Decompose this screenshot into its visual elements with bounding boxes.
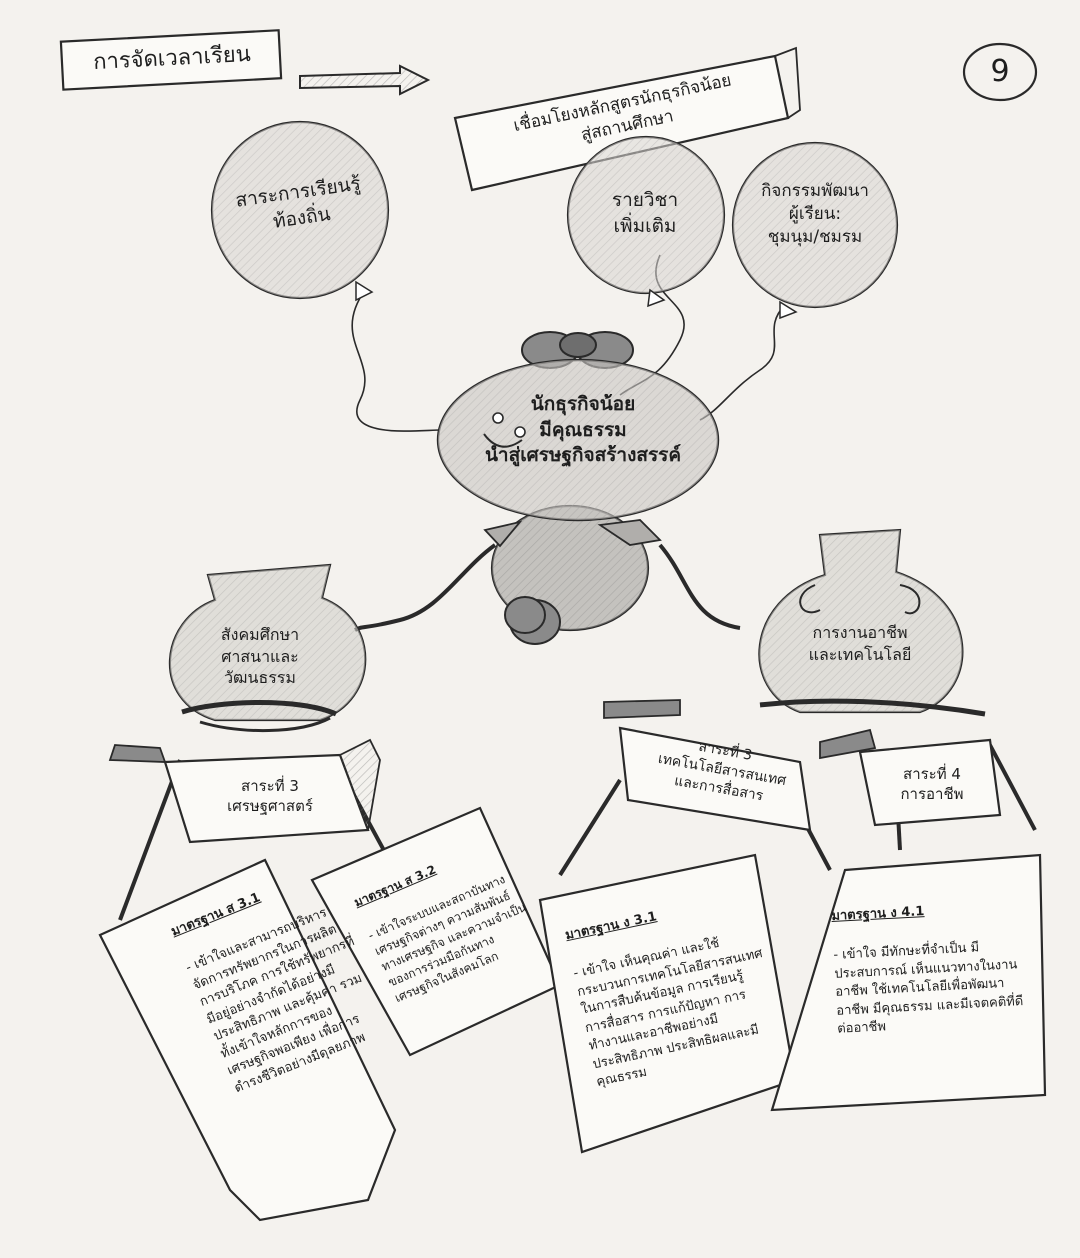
sign-label-economics: สาระที่ 3 เศรษฐศาสตร์ xyxy=(227,777,313,816)
page-number-circle xyxy=(962,42,1038,102)
central-label: นักธุรกิจน้อย มีคุณธรรม นำสู่เศรษฐกิจสร้… xyxy=(484,393,682,467)
standard-ng4-1-body: - เข้าใจ มีทักษะที่จำเป็น มีประสบการณ์ เ… xyxy=(833,940,1024,1037)
smiley-face-icon xyxy=(483,412,526,448)
balloon-label-learner-activities: กิจกรรมพัฒนา ผู้เรียน: ชุมนุม/ชมรม xyxy=(761,181,869,247)
scroll-standard-s3-1 xyxy=(98,858,397,1222)
scroll-standard-ng4-1 xyxy=(770,853,1047,1112)
right-arrow-icon xyxy=(299,64,431,96)
standard-ng4-1: มาตรฐาน ง 4.1 - เข้าใจ มีทักษะที่จำเป็น … xyxy=(830,880,1038,1040)
sign-careers-board xyxy=(819,728,1037,851)
page-number: 9 xyxy=(990,54,1010,89)
standard-ng4-1-title: มาตรฐาน ง 4.1 xyxy=(831,904,925,925)
vase-career-technology xyxy=(758,528,986,717)
sign-ict-board xyxy=(558,699,832,877)
sign-economics-board xyxy=(108,738,402,921)
vase-social-studies xyxy=(168,563,367,732)
vase-label-social-studies: สังคมศึกษา ศาสนาและ วัฒนธรรม xyxy=(220,625,300,688)
title-box xyxy=(59,29,283,91)
standard-ng3-1: มาตรฐาน ง 3.1 - เข้าใจ เห็นคุณค่า และใช้… xyxy=(560,870,785,1092)
balloon-label-additional-courses: รายวิชา เพิ่มเติม xyxy=(611,189,679,237)
vase-label-career-technology: การงานอาชีพ และเทคโนโลยี xyxy=(808,623,912,664)
sign-label-careers: สาระที่ 4 การอาชีพ xyxy=(900,765,964,804)
